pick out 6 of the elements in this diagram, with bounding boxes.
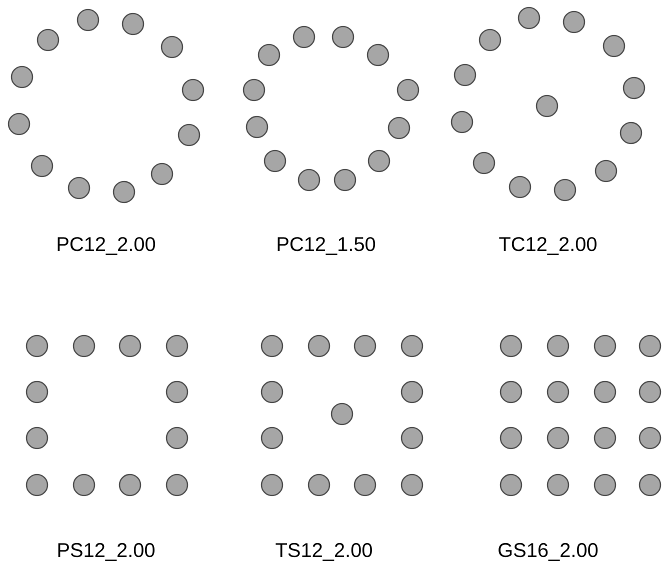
pattern-label: TC12_2.00 [499, 237, 596, 255]
pattern-label: PS12_2.00 [58, 543, 155, 561]
pattern-label: GS16_2.00 [498, 543, 598, 561]
pattern-label: PC12_1.50 [278, 237, 376, 255]
pattern-label: TS12_2.00 [276, 543, 372, 561]
pattern-label: PC12_2.00 [58, 237, 156, 255]
